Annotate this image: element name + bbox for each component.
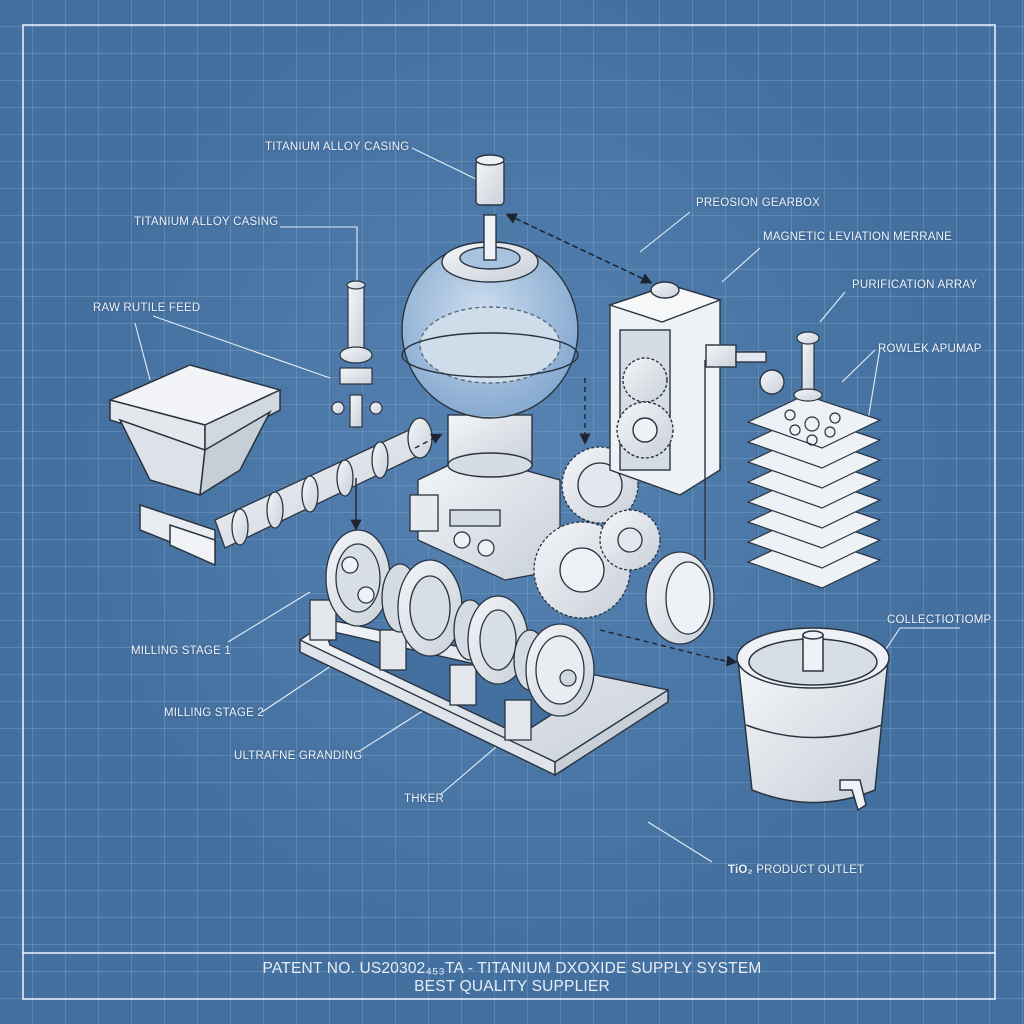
label-raw-rutile-feed: RAW RUTILE FEED [93, 302, 201, 314]
collection-tank [736, 627, 890, 812]
gear-train [533, 446, 715, 645]
milling-drums [309, 529, 595, 741]
label-tio2: TiO₂ [728, 864, 753, 876]
title-block-divider [22, 952, 996, 954]
flow-arrows [414, 213, 738, 667]
label-collection: COLLECTIOTIOMP [887, 614, 992, 626]
spherical-reactor [401, 154, 579, 478]
label-product-outlet-text: PRODUCT OUTLET [756, 864, 865, 876]
precision-gearbox [607, 281, 785, 560]
title-block-line1: PATENT NO. US20302₄₅₃TA - TITANIUM DXOXI… [262, 960, 762, 977]
label-purification-array: PURIFICATION ARRAY [852, 279, 978, 291]
control-housing [409, 454, 561, 581]
label-ultrafine-grinding: ULTRAFNE GRANDING [234, 750, 363, 762]
purification-array [746, 331, 882, 589]
drawing-border [22, 24, 996, 1000]
feed-hopper [107, 364, 283, 567]
label-precision-gearbox: PREOSION GEARBOX [696, 197, 820, 209]
screw-conveyor [214, 417, 433, 549]
label-milling-stage-2: MILLING STAGE 2 [164, 707, 264, 719]
label-powder-pump: ROWLEK APUMAP [878, 343, 982, 355]
label-thicker: THKER [404, 793, 444, 805]
title-block-line2: BEST QUALITY SUPPLIER [414, 978, 610, 995]
label-product-outlet: TiO₂ PRODUCT OUTLET [728, 864, 864, 876]
label-magnetic-levitation: MAGNETIC LEVIATION MERRANE [763, 231, 953, 243]
valve-assembly [331, 280, 383, 428]
label-milling-stage-1: MILLING STAGE 1 [131, 645, 231, 657]
label-titanium-alloy-casing-top: TITANIUM ALLOY CASING [265, 141, 410, 153]
label-titanium-alloy-casing-left: TITANIUM ALLOY CASING [134, 216, 279, 228]
leader-lines [134, 147, 960, 863]
